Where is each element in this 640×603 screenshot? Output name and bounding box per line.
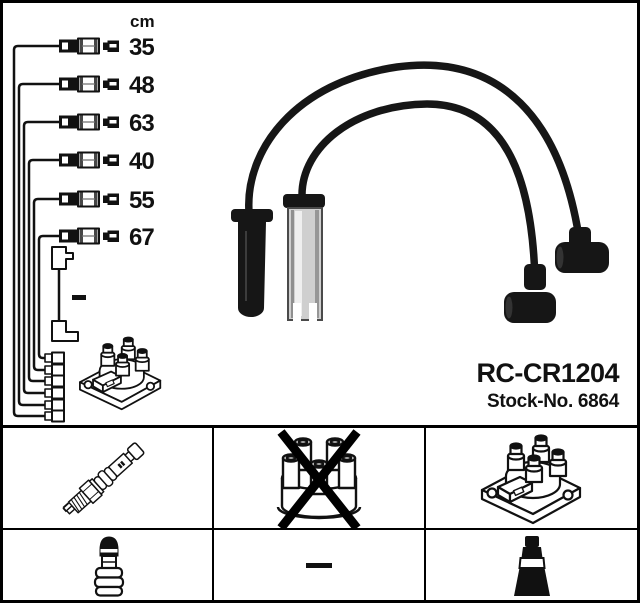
cable-length-label: 67 bbox=[129, 224, 154, 251]
legend-cell-dash bbox=[214, 530, 426, 600]
metal-shielded-boot bbox=[283, 194, 325, 322]
product-photo bbox=[231, 61, 609, 323]
stock-number: Stock-No. 6864 bbox=[486, 391, 619, 412]
cable-length-label: 55 bbox=[129, 187, 154, 214]
elbow-boot-lower bbox=[504, 264, 556, 323]
lead-connectors bbox=[58, 37, 120, 245]
coil-terminals bbox=[44, 351, 65, 423]
dash-icon bbox=[305, 562, 332, 568]
cable-length-label: 48 bbox=[129, 72, 154, 99]
spark-plug-icon bbox=[59, 439, 148, 522]
ignition-coil-icon bbox=[480, 434, 581, 525]
ignition-lead-outer bbox=[245, 61, 584, 248]
legend-cell-ignition-coil bbox=[425, 428, 637, 530]
length-table: cm 35 48 63 40 bbox=[12, 12, 162, 423]
cable-traces bbox=[12, 44, 61, 418]
legend-cell-cone-boot bbox=[426, 530, 637, 600]
legend-grid bbox=[3, 425, 637, 600]
link-lead bbox=[51, 246, 86, 342]
ignition-coil-drawing bbox=[79, 336, 162, 411]
unit-header: cm bbox=[130, 12, 155, 31]
cable-length-label: 40 bbox=[129, 148, 154, 175]
no-length-dash bbox=[72, 295, 86, 300]
elbow-boot-upper bbox=[555, 227, 609, 273]
straight-boot bbox=[231, 209, 273, 317]
ignition-cable-diagram: cm 35 48 63 40 bbox=[12, 12, 609, 423]
terminal-nut-connector-icon bbox=[93, 535, 125, 597]
part-reference: RC-CR1204 bbox=[476, 358, 619, 388]
cable-length-label: 35 bbox=[129, 34, 154, 61]
legend-cell-distributor-cap bbox=[214, 428, 426, 530]
legend-cell-terminal-nut bbox=[3, 530, 215, 600]
cable-length-label: 63 bbox=[129, 110, 154, 137]
ignition-lead-inner bbox=[298, 100, 539, 284]
legend-cell-spark-plug bbox=[3, 428, 215, 530]
distributor-cap-crossed-icon bbox=[214, 428, 423, 529]
cone-boot-connector-icon bbox=[512, 535, 551, 597]
